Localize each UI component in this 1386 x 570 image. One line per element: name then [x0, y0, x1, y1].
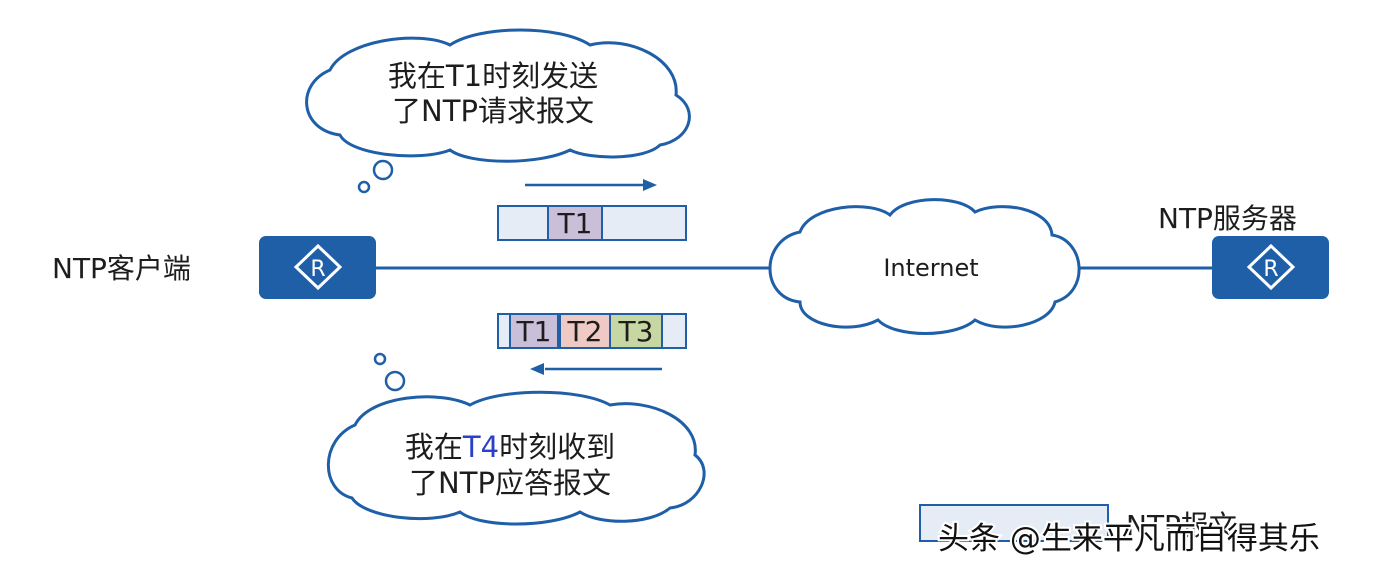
legend-label: NTP报文: [1126, 509, 1237, 542]
response-t2-label: T2: [567, 315, 603, 348]
request-arrow: [525, 179, 657, 191]
server-label: NTP服务器: [1158, 202, 1297, 235]
request-thought-line2: 了NTP请求报文: [392, 94, 594, 128]
request-thought-line1: 我在T1时刻发送: [388, 59, 598, 93]
svg-text:R: R: [1263, 257, 1278, 282]
watermark: 头条 @生来平凡而自得其乐: [938, 521, 1320, 557]
response-t3-field: [609, 313, 663, 349]
response-t1-label: T1: [516, 315, 552, 348]
response-thought-line1: 我在T4时刻收到: [405, 430, 615, 464]
response-t1-field: [509, 313, 559, 349]
t4-highlight: T4: [462, 430, 499, 464]
request-t1-label: T1: [557, 207, 593, 240]
svg-text:R: R: [310, 257, 325, 282]
internet-label: Internet: [883, 254, 978, 282]
request-t1-field: [547, 205, 603, 241]
response-t3-label: T3: [618, 315, 654, 348]
legend-packet-swatch: [919, 504, 1109, 542]
response-thought-cloud: [326, 352, 706, 526]
internet-cloud-icon: [768, 198, 1081, 335]
server-router-icon: R: [1212, 236, 1329, 299]
legend: NTP报文: [919, 504, 1237, 542]
response-thought-line2: 了NTP应答报文: [409, 466, 611, 500]
response-packet: [497, 313, 687, 349]
client-router-icon: R: [259, 236, 376, 299]
request-thought-cloud: [305, 28, 691, 194]
client-label: NTP客户端: [52, 252, 191, 285]
response-t2-field: [559, 313, 611, 349]
request-packet: [497, 205, 687, 241]
response-arrow: [530, 363, 662, 375]
